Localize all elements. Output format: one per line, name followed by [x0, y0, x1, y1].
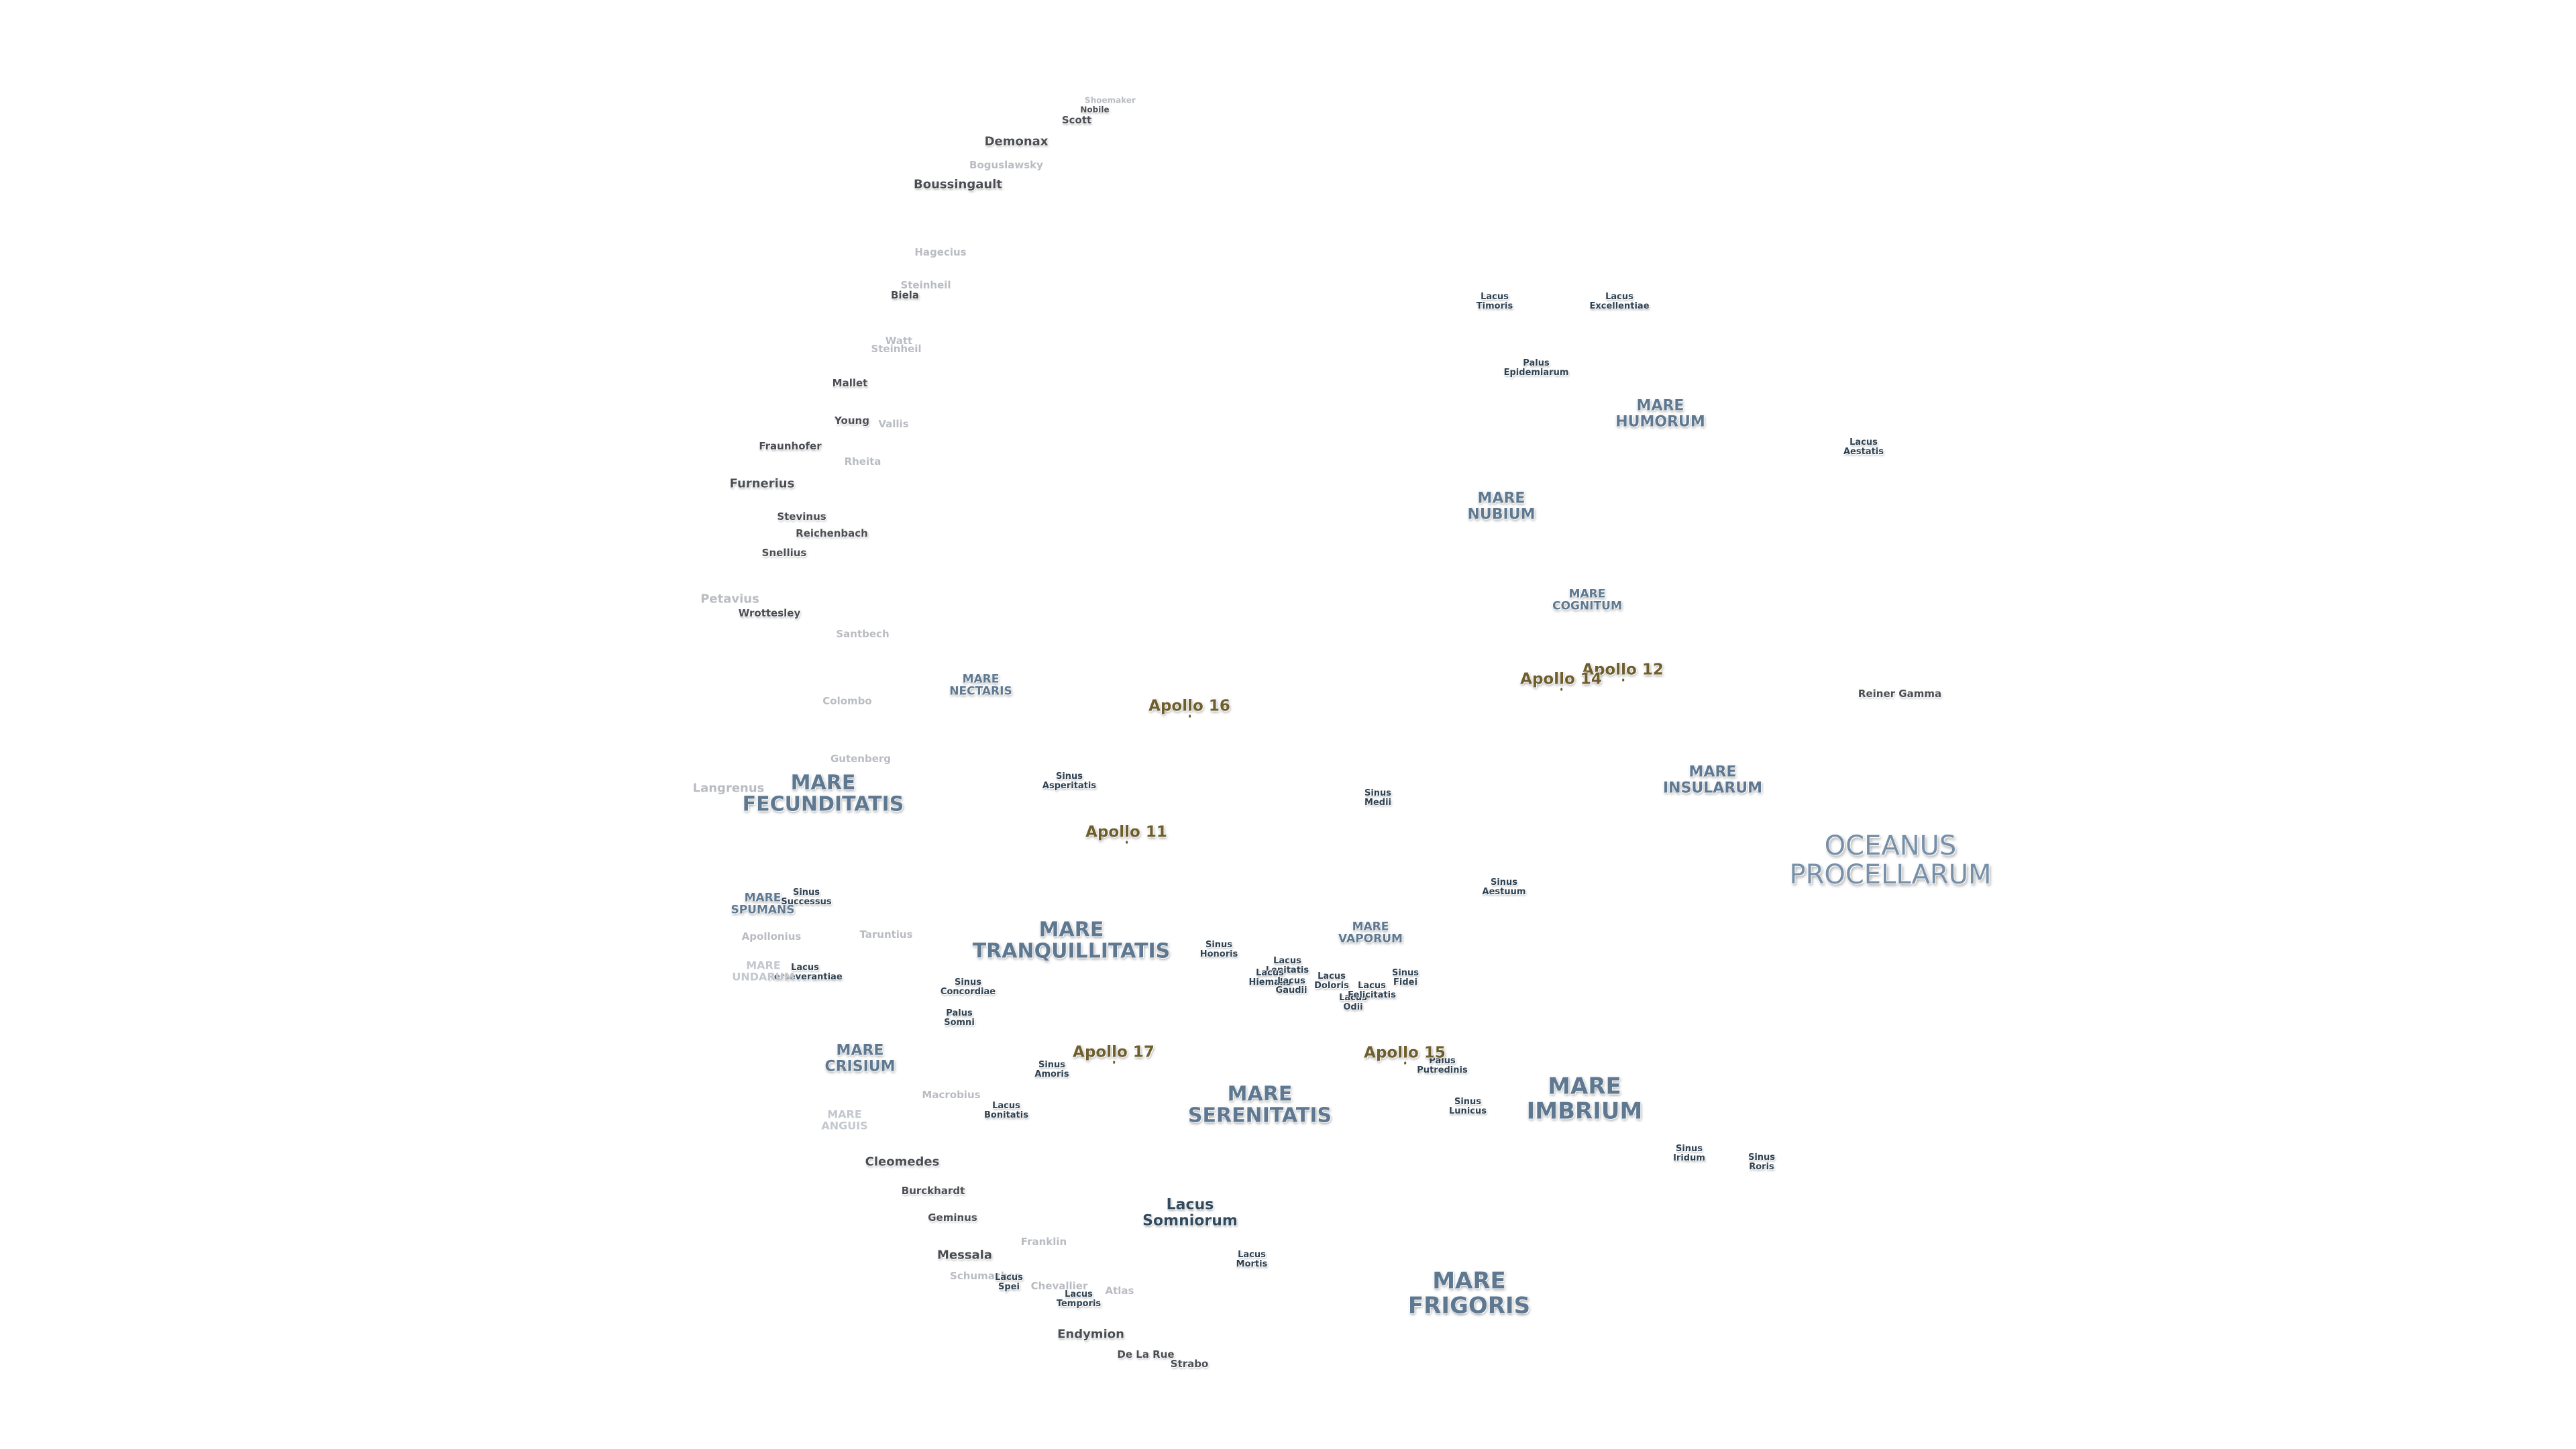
map-label-scott[interactable]: Scott — [1061, 113, 1092, 126]
map-label-langrenus[interactable]: Langrenus — [692, 781, 765, 796]
map-label-sinus-iridum[interactable]: Sinus Iridum — [1673, 1143, 1705, 1163]
map-label-oceanus-procellarum[interactable]: OCEANUS PROCELLARUM — [1789, 830, 1992, 890]
map-label-lacus-somniorum[interactable]: Lacus Somniorum — [1142, 1196, 1238, 1229]
map-label-watt[interactable]: Watt — [885, 334, 913, 347]
map-label-palus-somni[interactable]: Palus Somni — [944, 1008, 975, 1028]
map-label-macrobius[interactable]: Macrobius — [922, 1088, 981, 1101]
map-label-santbech[interactable]: Santbech — [836, 627, 890, 640]
map-label-lacus-doloris[interactable]: Lacus Doloris — [1314, 971, 1349, 991]
map-label-boguslawsky[interactable]: Boguslawsky — [969, 158, 1043, 171]
map-label-lacus-spei[interactable]: Lacus Spei — [995, 1272, 1023, 1292]
map-label-stevinus[interactable]: Stevinus — [777, 510, 826, 523]
map-label-lacus-hiemalis[interactable]: Lacus Hiemalis — [1248, 967, 1291, 987]
map-label-lacus-bonitatis[interactable]: Lacus Bonitatis — [984, 1100, 1028, 1120]
map-label-petavius[interactable]: Petavius — [700, 592, 759, 606]
map-label-demonax[interactable]: Demonax — [984, 134, 1049, 149]
map-label-mare-fecunditatis[interactable]: MARE FECUNDITATIS — [742, 771, 904, 816]
map-label-apollo-15[interactable]: Apollo 15 — [1364, 1044, 1446, 1065]
map-label-nobile[interactable]: Nobile — [1080, 105, 1110, 115]
map-label-lacus-perseverantiae[interactable]: Lacus Perseverantiae — [767, 962, 843, 982]
map-label-mare-serenitatis[interactable]: MARE SERENITATIS — [1187, 1082, 1332, 1128]
map-label-reiner-gamma[interactable]: Reiner Gamma — [1858, 687, 1942, 700]
map-label-lacus-aestatis[interactable]: Lacus Aestatis — [1843, 437, 1884, 457]
map-label-sinus-medii[interactable]: Sinus Medii — [1364, 788, 1392, 808]
map-label-steinheil2[interactable]: Steinheil — [871, 342, 922, 355]
map-label-chevallier[interactable]: Chevallier — [1030, 1279, 1088, 1292]
map-label-reichenbach[interactable]: Reichenbach — [796, 527, 868, 539]
map-label-mare-humorum[interactable]: MARE HUMORUM — [1615, 397, 1705, 430]
map-label-sinus-aestuum[interactable]: Sinus Aestuum — [1482, 877, 1526, 897]
map-label-lacus-odii[interactable]: Lacus Odii — [1339, 992, 1367, 1012]
map-label-lacus-temporis[interactable]: Lacus Temporis — [1056, 1289, 1102, 1309]
map-label-strabo[interactable]: Strabo — [1170, 1357, 1209, 1370]
map-label-palus-putredinis[interactable]: Palus Putredinis — [1417, 1055, 1468, 1075]
map-label-geminus[interactable]: Geminus — [928, 1211, 977, 1224]
map-label-sinus-honoris[interactable]: Sinus Honoris — [1199, 939, 1238, 959]
map-label-de-la-rue[interactable]: De La Rue — [1117, 1348, 1175, 1360]
map-label-colombo[interactable]: Colombo — [822, 694, 872, 707]
map-label-steinheil[interactable]: Steinheil — [900, 278, 951, 291]
map-label-mare-undarum[interactable]: MARE UNDARUM — [732, 959, 795, 983]
map-label-boussingault[interactable]: Boussingault — [914, 177, 1002, 192]
map-label-mare-frigoris[interactable]: MARE FRIGORIS — [1407, 1267, 1531, 1319]
map-label-apollo-17[interactable]: Apollo 17 — [1073, 1043, 1155, 1064]
map-label-mare-insularum[interactable]: MARE INSULARUM — [1662, 763, 1763, 796]
map-label-lacus-gaudii[interactable]: Lacus Gaudii — [1275, 975, 1307, 996]
map-label-mare-tranquillitatis[interactable]: MARE TRANQUILLITATIS — [972, 918, 1171, 963]
map-label-gutenberg[interactable]: Gutenberg — [830, 752, 892, 765]
map-label-lacus-mortis[interactable]: Lacus Mortis — [1236, 1249, 1268, 1269]
map-label-palus-epidemiarum[interactable]: Palus Epidemiarum — [1503, 358, 1569, 378]
map-label-sinus-successus[interactable]: Sinus Successus — [781, 887, 832, 907]
map-label-mare-spumans[interactable]: MARE SPUMANS — [731, 891, 795, 917]
map-label-lacus-excellentiae[interactable]: Lacus Excellentiae — [1589, 291, 1650, 311]
map-label-burckhardt[interactable]: Burckhardt — [901, 1184, 965, 1197]
map-label-sinus-lunicus[interactable]: Sinus Lunicus — [1449, 1096, 1487, 1116]
map-label-atlas[interactable]: Atlas — [1105, 1284, 1134, 1297]
map-label-sinus-concordiae[interactable]: Sinus Concordiae — [940, 977, 996, 997]
map-label-snellius[interactable]: Snellius — [761, 546, 807, 559]
map-label-mare-vaporum[interactable]: MARE VAPORUM — [1338, 920, 1403, 946]
map-label-mare-nubium[interactable]: MARE NUBIUM — [1467, 490, 1536, 523]
map-label-apollo-12[interactable]: Apollo 12 — [1582, 661, 1664, 682]
map-label-sinus-amoris[interactable]: Sinus Amoris — [1034, 1059, 1069, 1079]
map-label-apollo-16[interactable]: Apollo 16 — [1148, 697, 1230, 718]
map-label-apollo-11[interactable]: Apollo 11 — [1085, 823, 1167, 844]
map-label-mare-cognitum[interactable]: MARE COGNITUM — [1552, 587, 1622, 613]
map-label-mare-crisium[interactable]: MARE CRISIUM — [824, 1042, 896, 1075]
map-label-furnerius[interactable]: Furnerius — [729, 476, 795, 491]
map-label-sinus-fidei[interactable]: Sinus Fidei — [1391, 967, 1419, 987]
map-label-hagecius[interactable]: Hagecius — [914, 246, 967, 258]
map-label-rheita[interactable]: Rheita — [844, 455, 881, 468]
map-label-taruntius[interactable]: Taruntius — [859, 928, 913, 941]
map-label-mare-nectaris[interactable]: MARE NECTARIS — [949, 672, 1012, 698]
map-label-sinus-roris[interactable]: Sinus Roris — [1748, 1152, 1776, 1172]
map-label-mare-anguis[interactable]: MARE ANGUIS — [821, 1108, 868, 1132]
map-label-mare-imbrium[interactable]: MARE IMBRIUM — [1526, 1073, 1643, 1124]
map-label-franklin[interactable]: Franklin — [1020, 1235, 1067, 1248]
map-label-apollonius[interactable]: Apollonius — [741, 930, 802, 943]
map-label-endymion[interactable]: Endymion — [1057, 1327, 1124, 1342]
map-label-fraunhofer[interactable]: Fraunhofer — [759, 439, 822, 452]
map-label-mallet[interactable]: Mallet — [832, 376, 868, 389]
map-label-shoemaker[interactable]: Shoemaker — [1085, 95, 1136, 105]
map-label-schumacher[interactable]: Schumacher — [950, 1269, 1020, 1282]
map-label-biela[interactable]: Biela — [890, 288, 920, 301]
map-label-apollo-14[interactable]: Apollo 14 — [1520, 670, 1602, 691]
map-label-young[interactable]: Young — [835, 414, 869, 427]
map-label-messala[interactable]: Messala — [936, 1248, 993, 1263]
map-label-lacus-lenitatis[interactable]: Lacus Lenitatis — [1265, 955, 1309, 975]
map-label-wrottesley[interactable]: Wrottesley — [738, 606, 801, 619]
map-label-lacus-timoris[interactable]: Lacus Timoris — [1476, 291, 1513, 311]
map-label-rheita-valley[interactable]: Vallis — [878, 417, 909, 430]
map-label-lacus-felicitatis[interactable]: Lacus Felicitatis — [1348, 980, 1396, 1000]
map-label-sinus-asperitatis[interactable]: Sinus Asperitatis — [1042, 771, 1097, 791]
map-label-cleomedes[interactable]: Cleomedes — [865, 1155, 940, 1169]
